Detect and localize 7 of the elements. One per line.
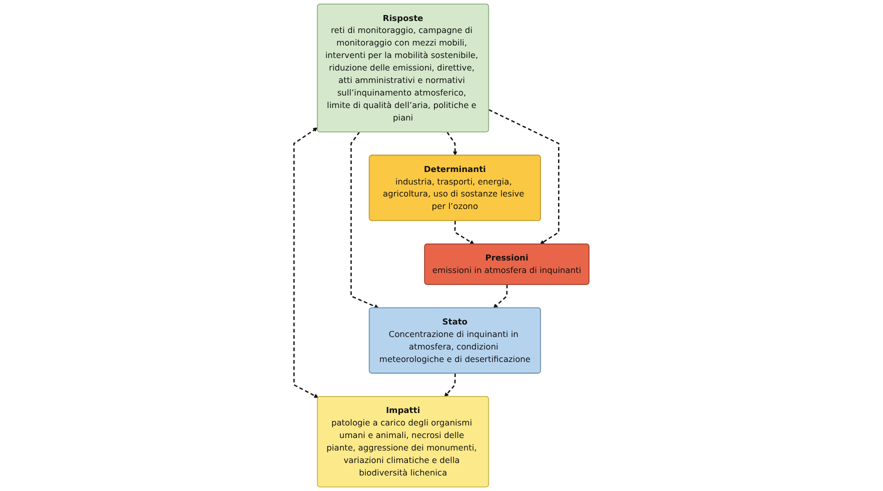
arrow [293,128,318,398]
arrow [444,373,456,397]
arrow [454,220,474,244]
arrow [350,132,379,308]
arrow [446,132,458,156]
arrow [488,109,560,244]
arrow [493,284,508,308]
